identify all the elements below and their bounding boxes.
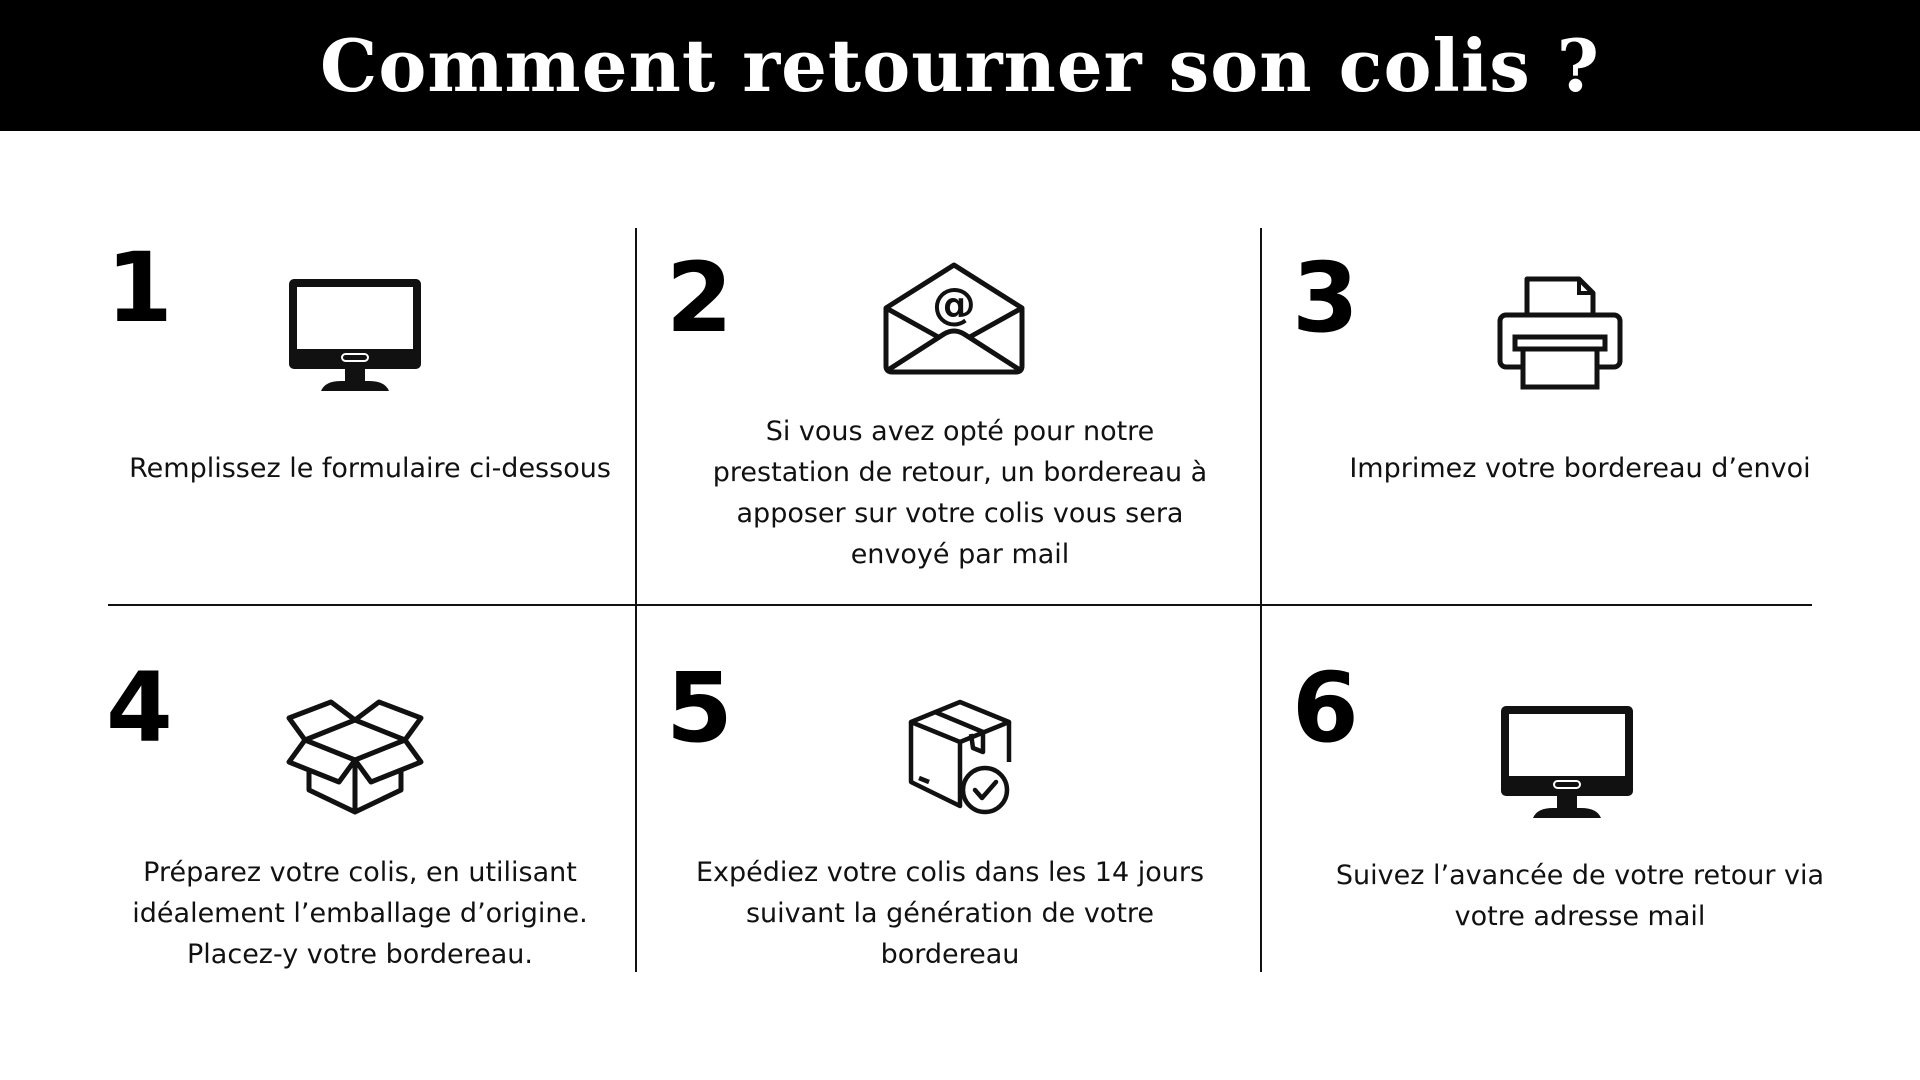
header-banner: Comment retourner son colis ? xyxy=(0,0,1920,131)
svg-text:@: @ xyxy=(932,279,976,330)
open-box-icon xyxy=(286,699,424,815)
step-number: 4 xyxy=(106,652,173,764)
step-description: Remplissez le formulaire ci-dessous xyxy=(129,453,611,484)
package-check-icon xyxy=(908,699,1012,815)
step-description: Imprimez votre bordereau d’envoi xyxy=(1349,453,1811,484)
computer-monitor-icon xyxy=(289,279,421,391)
grid-divider-vertical-left xyxy=(635,228,637,972)
computer-monitor-icon xyxy=(1501,706,1633,818)
step-description: Préparez votre colis, en utilisant idéal… xyxy=(132,857,588,970)
step-description: Suivez l’avancée de votre retour via vot… xyxy=(1335,860,1825,932)
step-description: Si vous avez opté pour notre prestation … xyxy=(712,416,1208,570)
grid-divider-horizontal xyxy=(108,604,1812,606)
step-number: 5 xyxy=(666,652,733,764)
step-description: Expédiez votre colis dans les 14 jours s… xyxy=(695,857,1205,970)
email-envelope-icon: @ xyxy=(883,262,1025,375)
step-number: 1 xyxy=(106,232,173,344)
printer-icon xyxy=(1497,276,1623,390)
grid-divider-vertical-right xyxy=(1260,228,1262,972)
page-title: Comment retourner son colis ? xyxy=(320,23,1600,108)
step-number: 3 xyxy=(1292,242,1359,354)
step-number: 2 xyxy=(666,242,733,354)
step-number: 6 xyxy=(1292,652,1359,764)
